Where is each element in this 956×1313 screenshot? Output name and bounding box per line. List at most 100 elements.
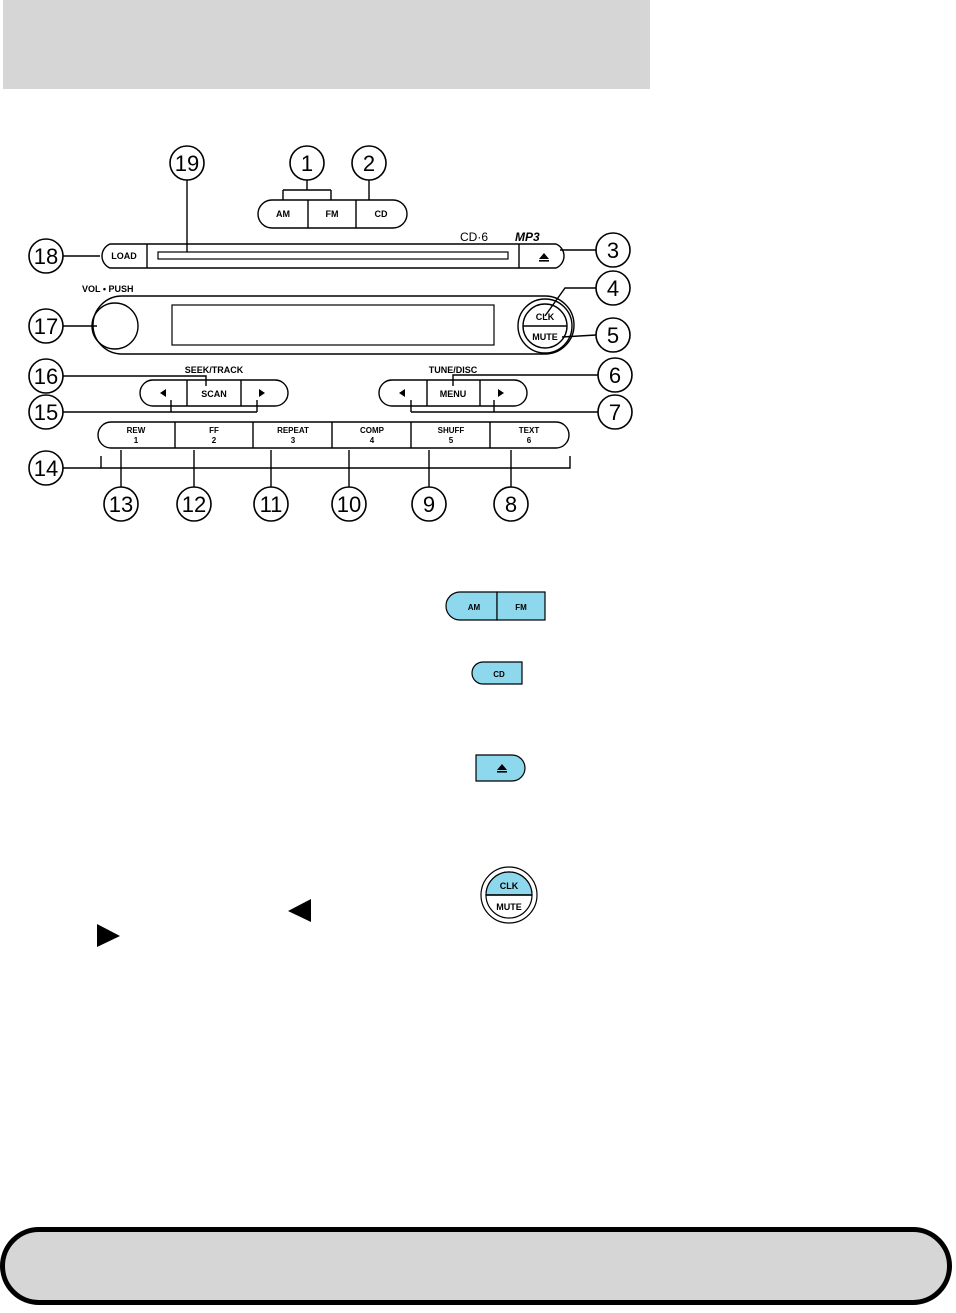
- svg-text:SHUFF: SHUFF: [438, 426, 465, 435]
- right-triangle-icon: [97, 924, 120, 947]
- tune-right-icon[interactable]: [498, 389, 504, 397]
- svg-text:11: 11: [260, 492, 283, 517]
- am-button[interactable]: AM: [276, 209, 290, 219]
- callout-13: 13: [103, 486, 139, 522]
- eject-button-icon: [475, 754, 526, 782]
- am-fm-cd-group: AM FM CD: [257, 199, 408, 229]
- callout-5: 5: [595, 317, 631, 353]
- am-fm-icon: AM FM: [445, 591, 546, 621]
- svg-text:CD: CD: [493, 670, 505, 679]
- svg-text:14: 14: [34, 456, 58, 481]
- svg-text:4: 4: [370, 436, 375, 445]
- callout-3: 3: [595, 232, 631, 268]
- clk-mute-icon: CLK MUTE: [480, 866, 538, 924]
- callout-10: 10: [331, 486, 367, 522]
- menu-button[interactable]: MENU: [440, 389, 467, 399]
- svg-text:7: 7: [609, 400, 621, 425]
- svg-text:4: 4: [607, 276, 619, 301]
- svg-text:6: 6: [609, 363, 621, 388]
- svg-text:9: 9: [423, 492, 435, 517]
- tune-left-icon[interactable]: [399, 389, 405, 397]
- preset-button-2[interactable]: FF 2: [209, 426, 219, 445]
- callout-9: 9: [411, 486, 447, 522]
- svg-text:FM: FM: [515, 603, 527, 612]
- radio-body: [92, 295, 575, 355]
- volume-knob[interactable]: [91, 302, 139, 350]
- footer-box: [0, 1227, 952, 1305]
- header-band: [3, 0, 650, 89]
- preset-bar: REW 1 FF 2 REPEAT 3 COMP 4 SHUFF 5 TEXT …: [97, 421, 570, 449]
- callout-11: 11: [253, 486, 289, 522]
- preset-bracket: [100, 456, 571, 469]
- svg-text:1: 1: [301, 151, 313, 176]
- svg-text:2: 2: [212, 436, 217, 445]
- seek-track-label: SEEK/TRACK: [185, 365, 244, 375]
- svg-text:5: 5: [607, 323, 619, 348]
- svg-text:10: 10: [337, 492, 361, 517]
- callout-19: 19: [169, 145, 205, 181]
- svg-text:12: 12: [182, 492, 206, 517]
- cd-slot: [157, 251, 509, 260]
- callout-12: 12: [176, 486, 212, 522]
- cd-button[interactable]: CD: [375, 209, 388, 219]
- eject-icon[interactable]: [539, 253, 549, 262]
- svg-text:CLK: CLK: [500, 881, 519, 891]
- svg-text:AM: AM: [468, 603, 481, 612]
- svg-text:TEXT: TEXT: [519, 426, 540, 435]
- svg-text:8: 8: [505, 492, 517, 517]
- display-screen: [171, 304, 495, 346]
- vol-push-label: VOL • PUSH: [82, 284, 134, 294]
- mp3-logo: MP3: [515, 230, 540, 244]
- callout-16: 16: [28, 358, 64, 394]
- svg-text:COMP: COMP: [360, 426, 385, 435]
- callout-4: 4: [595, 270, 631, 306]
- mute-button[interactable]: MUTE: [532, 332, 558, 342]
- callout-8: 8: [493, 486, 529, 522]
- callout-2: 2: [351, 145, 387, 181]
- seek-left-icon[interactable]: [160, 389, 166, 397]
- svg-text:13: 13: [109, 492, 133, 517]
- load-button[interactable]: LOAD: [111, 251, 137, 261]
- svg-text:MUTE: MUTE: [496, 902, 522, 912]
- svg-text:1: 1: [134, 436, 139, 445]
- cd6-logo: CD·6: [460, 230, 488, 244]
- clk-mute-knob[interactable]: CLK MUTE: [517, 298, 573, 354]
- svg-text:3: 3: [607, 238, 619, 263]
- callout-15: 15: [28, 394, 64, 430]
- tune-disc-label: TUNE/DISC: [429, 365, 478, 375]
- svg-text:5: 5: [449, 436, 454, 445]
- callout-18: 18: [28, 238, 64, 274]
- svg-text:FF: FF: [209, 426, 219, 435]
- svg-text:16: 16: [34, 364, 58, 389]
- cd-slot-bar: LOAD: [101, 243, 565, 269]
- preset-button-5[interactable]: SHUFF 5: [438, 426, 465, 445]
- svg-text:17: 17: [34, 314, 58, 339]
- seek-scan-group: SCAN: [139, 379, 289, 407]
- svg-text:19: 19: [175, 151, 199, 176]
- svg-text:18: 18: [34, 244, 58, 269]
- tune-menu-group: MENU: [378, 379, 528, 407]
- leader-lines: [63, 180, 598, 487]
- left-triangle-icon: [288, 899, 311, 922]
- svg-text:REPEAT: REPEAT: [277, 426, 309, 435]
- preset-button-6[interactable]: TEXT 6: [519, 426, 540, 445]
- svg-text:15: 15: [34, 400, 58, 425]
- callout-6: 6: [597, 357, 633, 393]
- preset-button-3[interactable]: REPEAT 3: [277, 426, 309, 445]
- preset-button-1[interactable]: REW 1: [127, 426, 146, 445]
- svg-text:2: 2: [363, 151, 375, 176]
- clk-button[interactable]: CLK: [536, 312, 555, 322]
- fm-button[interactable]: FM: [326, 209, 339, 219]
- preset-button-4[interactable]: COMP 4: [360, 426, 385, 445]
- seek-right-icon[interactable]: [259, 389, 265, 397]
- scan-button[interactable]: SCAN: [201, 389, 227, 399]
- callouts: 1 2 3 4 5 6 7 8 9 10 11 12 13 14 15 16 1…: [28, 145, 633, 522]
- callout-17: 17: [28, 308, 64, 344]
- cd-icon: CD: [471, 661, 523, 685]
- callout-14: 14: [28, 450, 64, 486]
- callout-1: 1: [289, 145, 325, 181]
- svg-text:6: 6: [527, 436, 532, 445]
- svg-text:3: 3: [291, 436, 296, 445]
- svg-text:REW: REW: [127, 426, 146, 435]
